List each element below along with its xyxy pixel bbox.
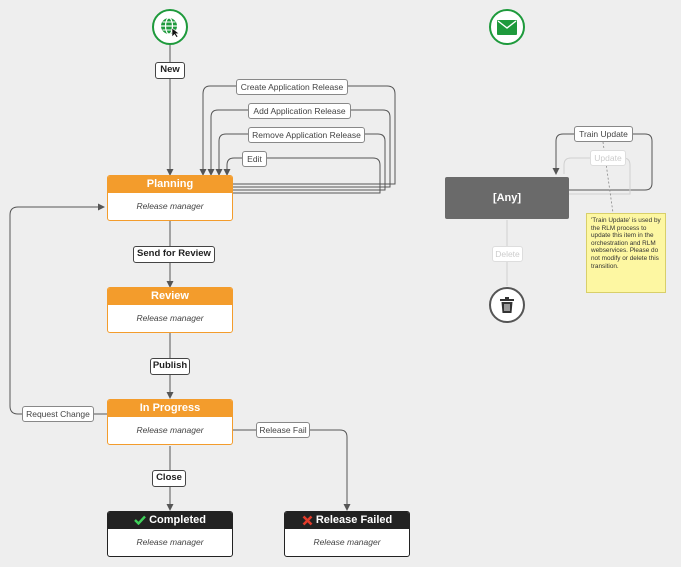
transition-close[interactable]: Close bbox=[152, 470, 186, 487]
transition-send-for-review[interactable]: Send for Review bbox=[133, 246, 215, 263]
sticky-note[interactable]: 'Train Update' is used by the RLM proces… bbox=[586, 213, 666, 293]
state-title: Review bbox=[108, 288, 232, 305]
transition-create-application-release[interactable]: Create Application Release bbox=[236, 79, 348, 95]
check-icon bbox=[134, 515, 146, 526]
state-release-failed[interactable]: Release Failed Release manager bbox=[284, 511, 410, 557]
transition-train-update[interactable]: Train Update bbox=[574, 126, 633, 142]
transition-edit[interactable]: Edit bbox=[242, 151, 267, 167]
state-title: Release Failed bbox=[315, 514, 393, 526]
email-start-icon[interactable] bbox=[489, 9, 525, 45]
state-review[interactable]: Review Release manager bbox=[107, 287, 233, 333]
transition-release-fail[interactable]: Release Fail bbox=[256, 422, 310, 438]
transition-request-change[interactable]: Request Change bbox=[22, 406, 94, 422]
state-title: In Progress bbox=[108, 400, 232, 417]
state-title: Planning bbox=[108, 176, 232, 193]
transition-publish[interactable]: Publish bbox=[150, 358, 190, 375]
state-role: Release manager bbox=[136, 425, 204, 435]
transition-new[interactable]: New bbox=[155, 62, 185, 79]
transition-remove-application-release[interactable]: Remove Application Release bbox=[248, 127, 365, 143]
state-any[interactable]: [Any] bbox=[445, 177, 569, 219]
state-role: Release manager bbox=[136, 313, 204, 323]
trash-icon[interactable] bbox=[489, 287, 525, 323]
transition-add-application-release[interactable]: Add Application Release bbox=[248, 103, 351, 119]
state-title: Completed bbox=[149, 514, 206, 526]
state-completed[interactable]: Completed Release manager bbox=[107, 511, 233, 557]
state-planning[interactable]: Planning Release manager bbox=[107, 175, 233, 221]
state-in-progress[interactable]: In Progress Release manager bbox=[107, 399, 233, 445]
cross-icon bbox=[302, 515, 313, 526]
state-role: Release manager bbox=[313, 537, 381, 547]
transition-update[interactable]: Update bbox=[590, 150, 626, 166]
state-role: Release manager bbox=[136, 201, 204, 211]
transition-delete[interactable]: Delete bbox=[492, 246, 523, 262]
state-role: Release manager bbox=[136, 537, 204, 547]
web-start-icon[interactable] bbox=[152, 9, 188, 45]
